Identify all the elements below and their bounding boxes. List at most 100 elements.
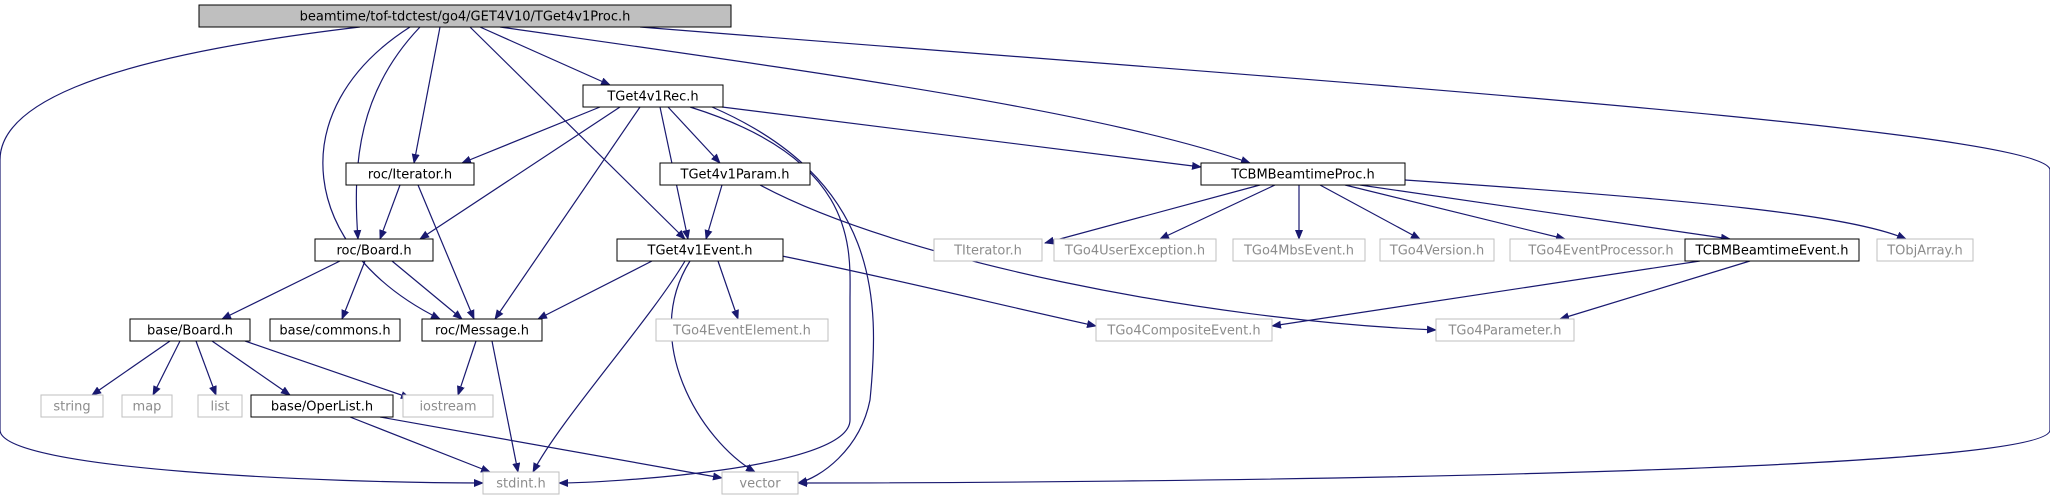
edge-event-to-message [537, 260, 653, 320]
edge-root-to-message [322, 26, 441, 320]
node-box-stdint [482, 471, 560, 495]
node-map: map [121, 394, 173, 418]
edge-cbmproc-to-titer [1044, 184, 1261, 245]
edge-operlist-to-stdint [349, 416, 491, 473]
edge-rocboard-to-baseboard [221, 260, 341, 320]
edge-operlist-to-vector [379, 416, 723, 481]
node-rocboard[interactable]: roc/Board.h [314, 238, 434, 262]
node-box-baseboard [129, 318, 251, 342]
node-box-param [659, 162, 811, 186]
node-box-mbs [1232, 238, 1366, 262]
node-string: string [40, 394, 104, 418]
node-iostream: iostream [402, 394, 494, 418]
node-parameter: TGo4Parameter.h [1435, 318, 1575, 342]
edge-event-to-composite [781, 255, 1097, 328]
node-label-root: beamtime/tof-tdctest/go4/GET4V10/TGet4v1… [300, 10, 631, 25]
edge-rec-to-iter [461, 106, 601, 164]
node-label-operlist: base/OperList.h [271, 400, 373, 415]
node-label-titer: TIterator.h [953, 244, 1022, 259]
node-box-string [40, 394, 104, 418]
node-label-version: TGo4Version.h [1389, 244, 1484, 259]
node-box-message [421, 318, 543, 342]
node-evproc: TGo4EventProcessor.h [1509, 238, 1693, 262]
edge-rec-to-cbmproc [721, 106, 1202, 170]
node-label-iter: roc/Iterator.h [368, 168, 452, 183]
node-cbmevent[interactable]: TCBMBeamtimeEvent.h [1684, 238, 1860, 262]
node-label-userexc: TGo4UserException.h [1064, 244, 1205, 259]
node-label-evproc: TGo4EventProcessor.h [1527, 244, 1673, 259]
node-mbs: TGo4MbsEvent.h [1232, 238, 1366, 262]
edge-event-to-stdint [532, 260, 686, 473]
node-label-rocboard: roc/Board.h [336, 244, 411, 259]
edge-root-to-cbmproc [499, 26, 1251, 164]
node-box-event [616, 238, 784, 262]
node-box-evelem [655, 318, 829, 342]
node-iter[interactable]: roc/Iterator.h [345, 162, 475, 186]
edge-root-to-event [469, 26, 686, 240]
node-label-map: map [133, 400, 162, 415]
edge-root-to-iter [411, 26, 441, 164]
edge-iter-to-message [417, 184, 475, 320]
node-box-userexc [1053, 238, 1217, 262]
node-label-vector: vector [739, 477, 781, 492]
edge-cbmproc-to-version [1319, 184, 1421, 240]
edge-message-to-iostream [457, 340, 477, 396]
edge-param-to-event [704, 184, 723, 240]
node-box-vector [721, 471, 799, 495]
node-label-rec: TGet4v1Rec.h [606, 90, 698, 105]
node-operlist[interactable]: base/OperList.h [250, 394, 394, 418]
node-list: list [197, 394, 243, 418]
node-label-objarray: TObjArray.h [1886, 244, 1963, 259]
edge-baseboard-to-list [195, 340, 217, 396]
edge-baseboard-to-operlist [211, 340, 291, 396]
node-box-iter [345, 162, 475, 186]
node-label-event: TGet4v1Event.h [647, 244, 753, 259]
edge-cbmproc-to-objarray [1404, 179, 1907, 240]
node-box-version [1379, 238, 1495, 262]
node-box-composite [1095, 318, 1273, 342]
node-label-message: roc/Message.h [435, 324, 529, 339]
node-vector: vector [721, 471, 799, 495]
edge-cbmevent-to-composite [1271, 260, 1701, 329]
edge-rec-to-param [667, 106, 721, 164]
edge-root-to-rec [479, 26, 611, 86]
node-label-param: TGet4v1Param.h [680, 168, 790, 183]
node-version: TGo4Version.h [1379, 238, 1495, 262]
node-rec[interactable]: TGet4v1Rec.h [582, 84, 724, 108]
edge-event-to-vector [670, 260, 756, 473]
node-stdint: stdint.h [482, 471, 560, 495]
node-box-list [197, 394, 243, 418]
edge-rocboard-to-message [391, 260, 463, 320]
edge-message-to-stdint [491, 340, 521, 473]
node-label-iostream: iostream [419, 400, 476, 415]
node-box-cbmevent [1684, 238, 1860, 262]
edge-cbmproc-to-evproc [1344, 184, 1566, 241]
node-titer: TIterator.h [933, 238, 1043, 262]
node-baseboard[interactable]: base/Board.h [129, 318, 251, 342]
node-commons[interactable]: base/commons.h [269, 318, 401, 342]
edge-param-to-parameter [759, 184, 1437, 334]
node-label-mbs: TGo4MbsEvent.h [1243, 244, 1354, 259]
node-box-rocboard [314, 238, 434, 262]
node-root[interactable]: beamtime/tof-tdctest/go4/GET4V10/TGet4v1… [198, 4, 732, 28]
edge-iter-to-rocboard [379, 184, 401, 240]
node-param[interactable]: TGet4v1Param.h [659, 162, 811, 186]
edge-cbmproc-to-cbmevent [1359, 184, 1731, 242]
node-box-objarray [1876, 238, 1974, 262]
node-box-parameter [1435, 318, 1575, 342]
node-event[interactable]: TGet4v1Event.h [616, 238, 784, 262]
node-evelem: TGo4EventElement.h [655, 318, 829, 342]
node-userexc: TGo4UserException.h [1053, 238, 1217, 262]
node-label-baseboard: base/Board.h [147, 324, 233, 339]
node-cbmproc[interactable]: TCBMBeamtimeProc.h [1200, 162, 1406, 186]
node-box-operlist [250, 394, 394, 418]
edge-rec-to-rocboard [419, 106, 621, 240]
file-nodes: beamtime/tof-tdctest/go4/GET4V10/TGet4v1… [40, 4, 1974, 495]
node-box-root [198, 4, 732, 28]
node-label-list: list [210, 400, 229, 415]
edge-cbmevent-to-parameter [1559, 260, 1751, 321]
node-label-cbmproc: TCBMBeamtimeProc.h [1230, 168, 1374, 183]
edge-rec-to-message [494, 106, 641, 320]
node-message[interactable]: roc/Message.h [421, 318, 543, 342]
